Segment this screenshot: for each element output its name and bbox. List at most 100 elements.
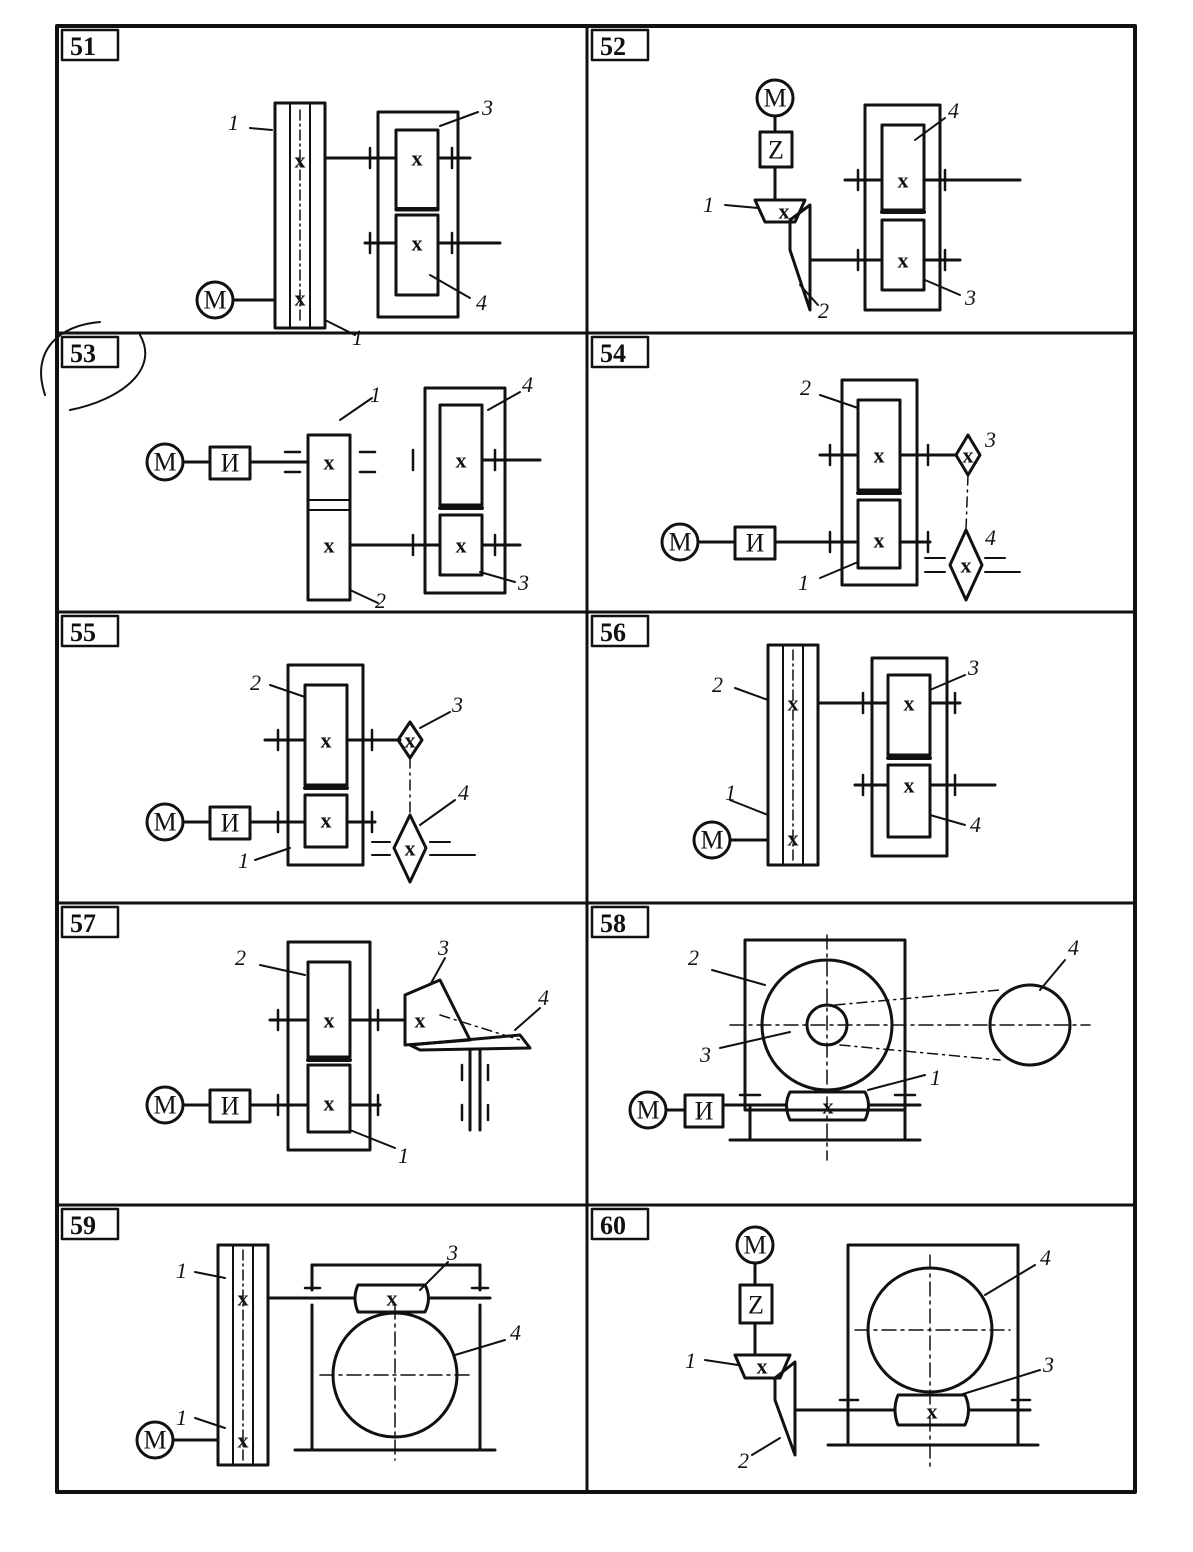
panel-number-60: 60 [600, 1211, 626, 1240]
scheme-57 [145, 940, 541, 1152]
panel-number-57: 57 [70, 909, 96, 938]
panel-number-59: 59 [70, 1211, 96, 1240]
label-58-4: 4 [1068, 935, 1079, 960]
label-59-1b: 1 [176, 1405, 187, 1430]
motor-56: M [700, 826, 723, 855]
gear-mark: x [961, 553, 972, 578]
label-60-3: 3 [1042, 1352, 1054, 1377]
gear-mark: x [757, 1354, 768, 1379]
label-52-1: 1 [703, 192, 714, 217]
panel-number-58: 58 [600, 909, 626, 938]
motor-52: M [763, 84, 786, 113]
gear-mark: x [324, 450, 335, 475]
label-54-1: 1 [798, 570, 809, 595]
panel-number-52: 52 [600, 32, 626, 61]
label-55-3: 3 [451, 692, 463, 717]
label-60-4: 4 [1040, 1245, 1051, 1270]
gear-mark: x [295, 286, 306, 311]
panel-number-56: 56 [600, 618, 626, 647]
gear-mark: x [238, 1286, 249, 1311]
gear-mark: x [927, 1399, 938, 1424]
label-52-4: 4 [948, 98, 959, 123]
gear-mark: x [898, 248, 909, 273]
label-57-4: 4 [538, 985, 549, 1010]
label-51-3: 3 [481, 95, 493, 120]
label-53-3: 3 [517, 570, 529, 595]
label-51-4: 4 [476, 290, 487, 315]
gear-mark: x [324, 1008, 335, 1033]
label-56-1: 1 [725, 780, 736, 805]
label-54-4: 4 [985, 525, 996, 550]
coupling-53: И [221, 449, 240, 478]
panel-number-51: 51 [70, 32, 96, 61]
gear-mark: x [874, 443, 885, 468]
coupling-52: Z [768, 136, 784, 165]
panel-number-53: 53 [70, 339, 96, 368]
label-57-3: 3 [437, 935, 449, 960]
coupling-58: И [695, 1097, 714, 1126]
label-53-1: 1 [370, 382, 381, 407]
gear-mark: x [412, 146, 423, 171]
scheme-55 [145, 663, 476, 884]
label-60-2: 2 [738, 1448, 749, 1473]
panel-number-boxes [60, 28, 650, 1241]
panel-number-54: 54 [600, 339, 626, 368]
gear-mark: x [238, 1428, 249, 1453]
label-59-1: 1 [176, 1258, 187, 1283]
scheme-53 [145, 386, 542, 604]
scheme-52 [724, 78, 1022, 312]
coupling-55: И [221, 809, 240, 838]
gear-mark: x [823, 1094, 834, 1119]
label-53-2: 2 [375, 588, 386, 613]
gear-mark: x [295, 148, 306, 173]
gear-mark: x [387, 1286, 398, 1311]
label-52-2: 2 [818, 298, 829, 323]
label-55-1: 1 [238, 848, 249, 873]
gear-mark: x [405, 728, 416, 753]
gear-mark: x [898, 168, 909, 193]
coupling-60: Z [748, 1291, 764, 1320]
gear-mark: x [405, 836, 416, 861]
label-59-3: 3 [446, 1240, 458, 1265]
gear-mark: x [456, 448, 467, 473]
label-59-4: 4 [510, 1320, 521, 1345]
panel-number-55: 55 [70, 618, 96, 647]
motor-51: M [203, 286, 226, 315]
scheme-56 [692, 643, 997, 867]
motor-59: M [143, 1426, 166, 1455]
gear-mark: x [779, 199, 790, 224]
gear-mark: x [456, 533, 467, 558]
label-56-2: 2 [712, 672, 723, 697]
label-58-2: 2 [688, 945, 699, 970]
label-56-4: 4 [970, 812, 981, 837]
motor-54: M [668, 528, 691, 557]
gear-mark: x [324, 533, 335, 558]
scheme-58 [628, 934, 1091, 1161]
gear-mark: x [415, 1008, 426, 1033]
label-57-2: 2 [235, 945, 246, 970]
gear-mark: x [788, 691, 799, 716]
label-51-1b: 1 [352, 325, 363, 350]
scheme-51 [195, 101, 502, 336]
motor-53: M [153, 448, 176, 477]
motor-55: M [153, 808, 176, 837]
gear-mark: x [321, 808, 332, 833]
label-58-1: 1 [930, 1065, 941, 1090]
motor-58: M [636, 1096, 659, 1125]
label-57-1: 1 [398, 1143, 409, 1168]
motor-57: M [153, 1091, 176, 1120]
label-52-3: 3 [964, 285, 976, 310]
scheme-54 [660, 378, 1021, 602]
pen-circle-mark [40, 321, 147, 411]
gear-mark: x [874, 528, 885, 553]
gear-mark: x [788, 826, 799, 851]
label-54-2: 2 [800, 375, 811, 400]
label-55-4: 4 [458, 780, 469, 805]
gear-mark: x [904, 773, 915, 798]
label-51-1: 1 [228, 110, 239, 135]
motor-60: M [743, 1231, 766, 1260]
gear-mark: x [963, 443, 974, 468]
gear-mark: x [324, 1091, 335, 1116]
gear-mark: x [904, 691, 915, 716]
